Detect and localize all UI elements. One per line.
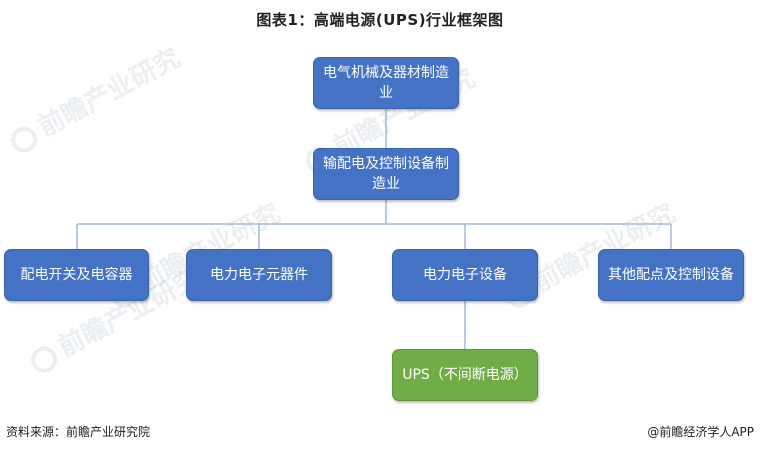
source-note: 资料来源：前瞻产业研究院 [6, 425, 151, 439]
diagram-title: 图表1：高端电源(UPS)行业框架图 [256, 11, 504, 29]
node-electrical-machinery: 电气机械及器材制造业 [313, 57, 459, 109]
node-power-electronic-equipment: 电力电子设备 [392, 249, 538, 301]
node-power-transmission-control: 输配电及控制设备制造业 [313, 148, 459, 200]
node-ups: UPS（不间断电源） [392, 349, 538, 401]
node-other-control-equipment: 其他配点及控制设备 [598, 249, 744, 301]
brand-credit: @前瞻经济学人APP [647, 425, 754, 439]
node-switchgear-capacitor: 配电开关及电容器 [4, 249, 149, 301]
node-power-electronic-components: 电力电子元器件 [186, 249, 332, 301]
